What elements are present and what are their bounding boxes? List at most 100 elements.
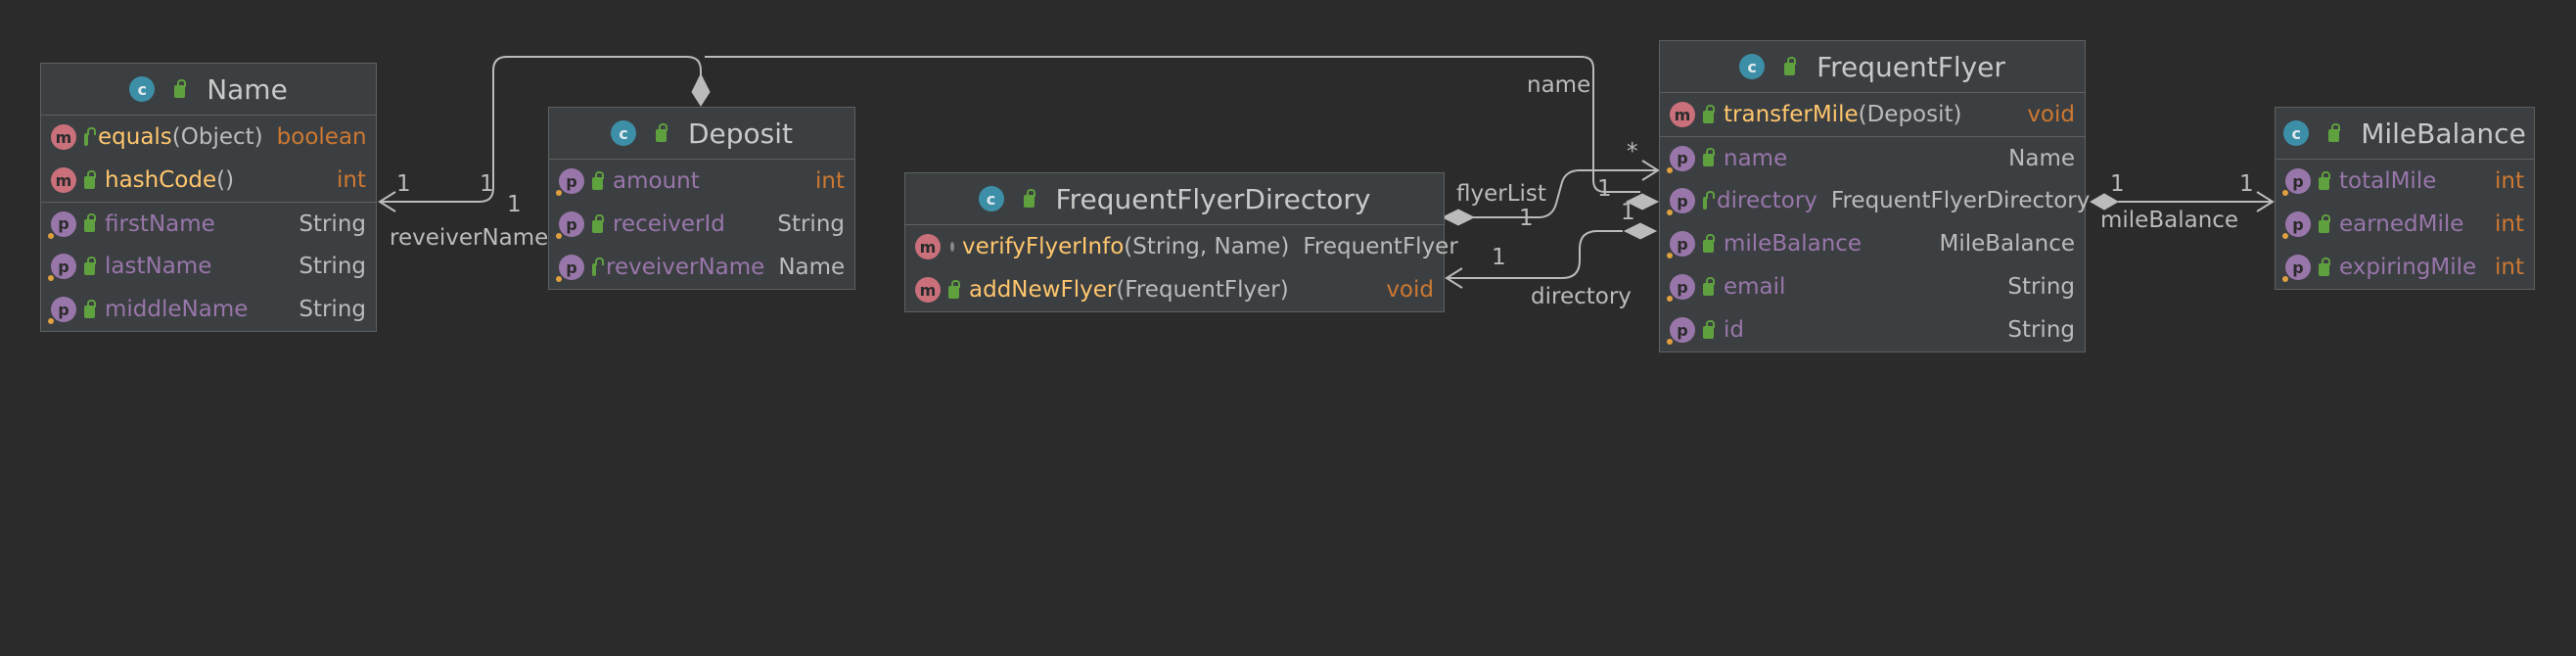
property-icon: p <box>48 254 76 281</box>
public-lock-icon <box>2319 213 2330 233</box>
member-name: amount <box>613 168 700 194</box>
public-lock-icon <box>1703 276 1715 296</box>
member-type: String <box>299 211 366 237</box>
class-title: Deposit <box>687 117 794 150</box>
label-name: name <box>1527 72 1591 98</box>
class-icon: c <box>2283 120 2310 146</box>
property-row[interactable]: p id String <box>1660 308 2085 351</box>
member-name: earnedMile <box>2339 211 2464 237</box>
composition-diamond-flyer-name <box>1625 193 1660 211</box>
property-icon: p <box>48 297 76 324</box>
composition-diamond-deposit <box>691 72 711 107</box>
member-name: equals <box>98 124 172 150</box>
member-name: transferMile <box>1724 102 1859 127</box>
public-lock-icon <box>1703 233 1715 253</box>
property-icon: p <box>556 168 584 196</box>
public-lock-icon <box>2328 122 2341 142</box>
member-name: id <box>1724 317 1744 343</box>
member-type: Name <box>778 255 846 280</box>
arrowhead-name <box>378 191 396 212</box>
public-lock-icon <box>84 126 96 146</box>
member-type: int <box>2495 255 2524 280</box>
public-lock-icon <box>592 257 604 276</box>
public-lock-icon <box>1784 56 1797 75</box>
property-icon: p <box>556 211 584 239</box>
property-icon: p <box>1667 274 1695 302</box>
public-lock-icon <box>1703 104 1715 123</box>
mult-reveiverName-source: 1 <box>480 171 494 197</box>
member-name: directory <box>1717 188 1817 213</box>
public-lock-icon <box>2319 170 2330 190</box>
member-name: totalMile <box>2339 168 2437 194</box>
member-name: name <box>1724 145 1788 171</box>
member-type: String <box>2007 317 2075 343</box>
property-icon: p <box>48 211 76 239</box>
public-lock-icon <box>948 279 960 299</box>
member-type: void <box>2027 102 2075 127</box>
mult-directory-source: 1 <box>1621 200 1635 225</box>
label-directory: directory <box>1531 284 1632 309</box>
method-icon: m <box>51 124 76 150</box>
composition-diamond-flyer-milebalance <box>2089 193 2120 211</box>
member-name: mileBalance <box>1724 231 1863 257</box>
member-type: FrequentFlyer <box>1303 234 1458 259</box>
mult-flyerList-source: 1 <box>1519 206 1534 231</box>
property-icon: p <box>2282 211 2311 239</box>
composition-diamond-flyer-directory <box>1623 222 1658 240</box>
public-lock-icon <box>174 78 187 98</box>
public-lock-icon <box>592 213 604 233</box>
member-type: String <box>299 297 366 322</box>
member-params: (FrequentFlyer) <box>1116 277 1289 303</box>
mult-mileBalance-source: 1 <box>2110 171 2125 197</box>
public-lock-icon <box>84 256 96 275</box>
member-type: int <box>337 167 366 193</box>
method-icon: m <box>51 167 76 193</box>
property-row[interactable]: p middleName String <box>41 288 376 331</box>
key-icon <box>950 242 954 252</box>
member-type: FrequentFlyerDirectory <box>1830 188 2091 213</box>
member-type: int <box>2495 168 2524 194</box>
member-type: Name <box>2008 145 2075 171</box>
link-name <box>705 56 1640 193</box>
label-flyerList: flyerList <box>1456 181 1546 207</box>
method-icon: m <box>1670 102 1695 127</box>
composition-diamond-directory <box>1441 209 1476 226</box>
arrowhead-milebalance <box>2256 191 2275 212</box>
member-name: middleName <box>105 297 249 322</box>
mult-reveiverName-source-2: 1 <box>507 192 522 217</box>
member-type: void <box>1386 277 1434 303</box>
member-name: email <box>1724 274 1786 300</box>
link-reveiverName <box>382 56 702 203</box>
method-icon: m <box>915 277 941 303</box>
member-type: String <box>777 211 845 237</box>
label-reveiverName: reveiverName <box>390 225 549 251</box>
property-icon: p <box>1667 317 1695 345</box>
